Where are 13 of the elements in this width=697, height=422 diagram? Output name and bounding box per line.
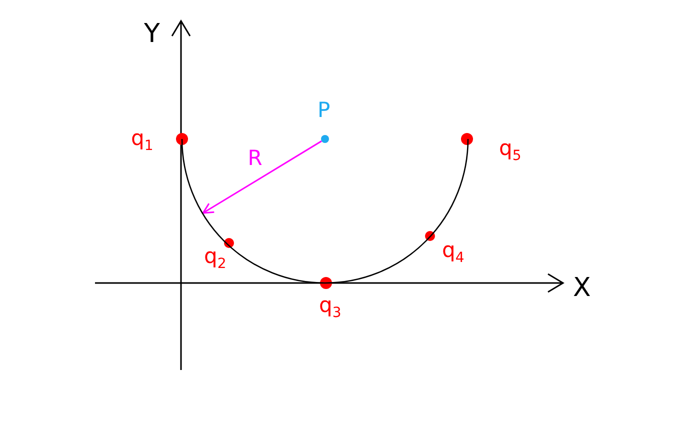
- axis-label: Y: [144, 21, 160, 47]
- point-label: q$_{5}$: [499, 138, 522, 163]
- point-label: q$_{1}$: [131, 128, 154, 153]
- point-dot: [461, 133, 473, 145]
- radius-arrow: [202, 140, 322, 214]
- point-dot: [321, 135, 329, 143]
- point-label: q$_{3}$: [319, 294, 342, 320]
- point-label: q$_{4}$: [442, 240, 464, 265]
- semicircle-arc: [180, 137, 470, 285]
- axis-label: X: [573, 275, 591, 301]
- point-label: q$_{2}$: [204, 246, 226, 271]
- point-dot: [176, 133, 188, 145]
- point-label: P: [318, 100, 330, 120]
